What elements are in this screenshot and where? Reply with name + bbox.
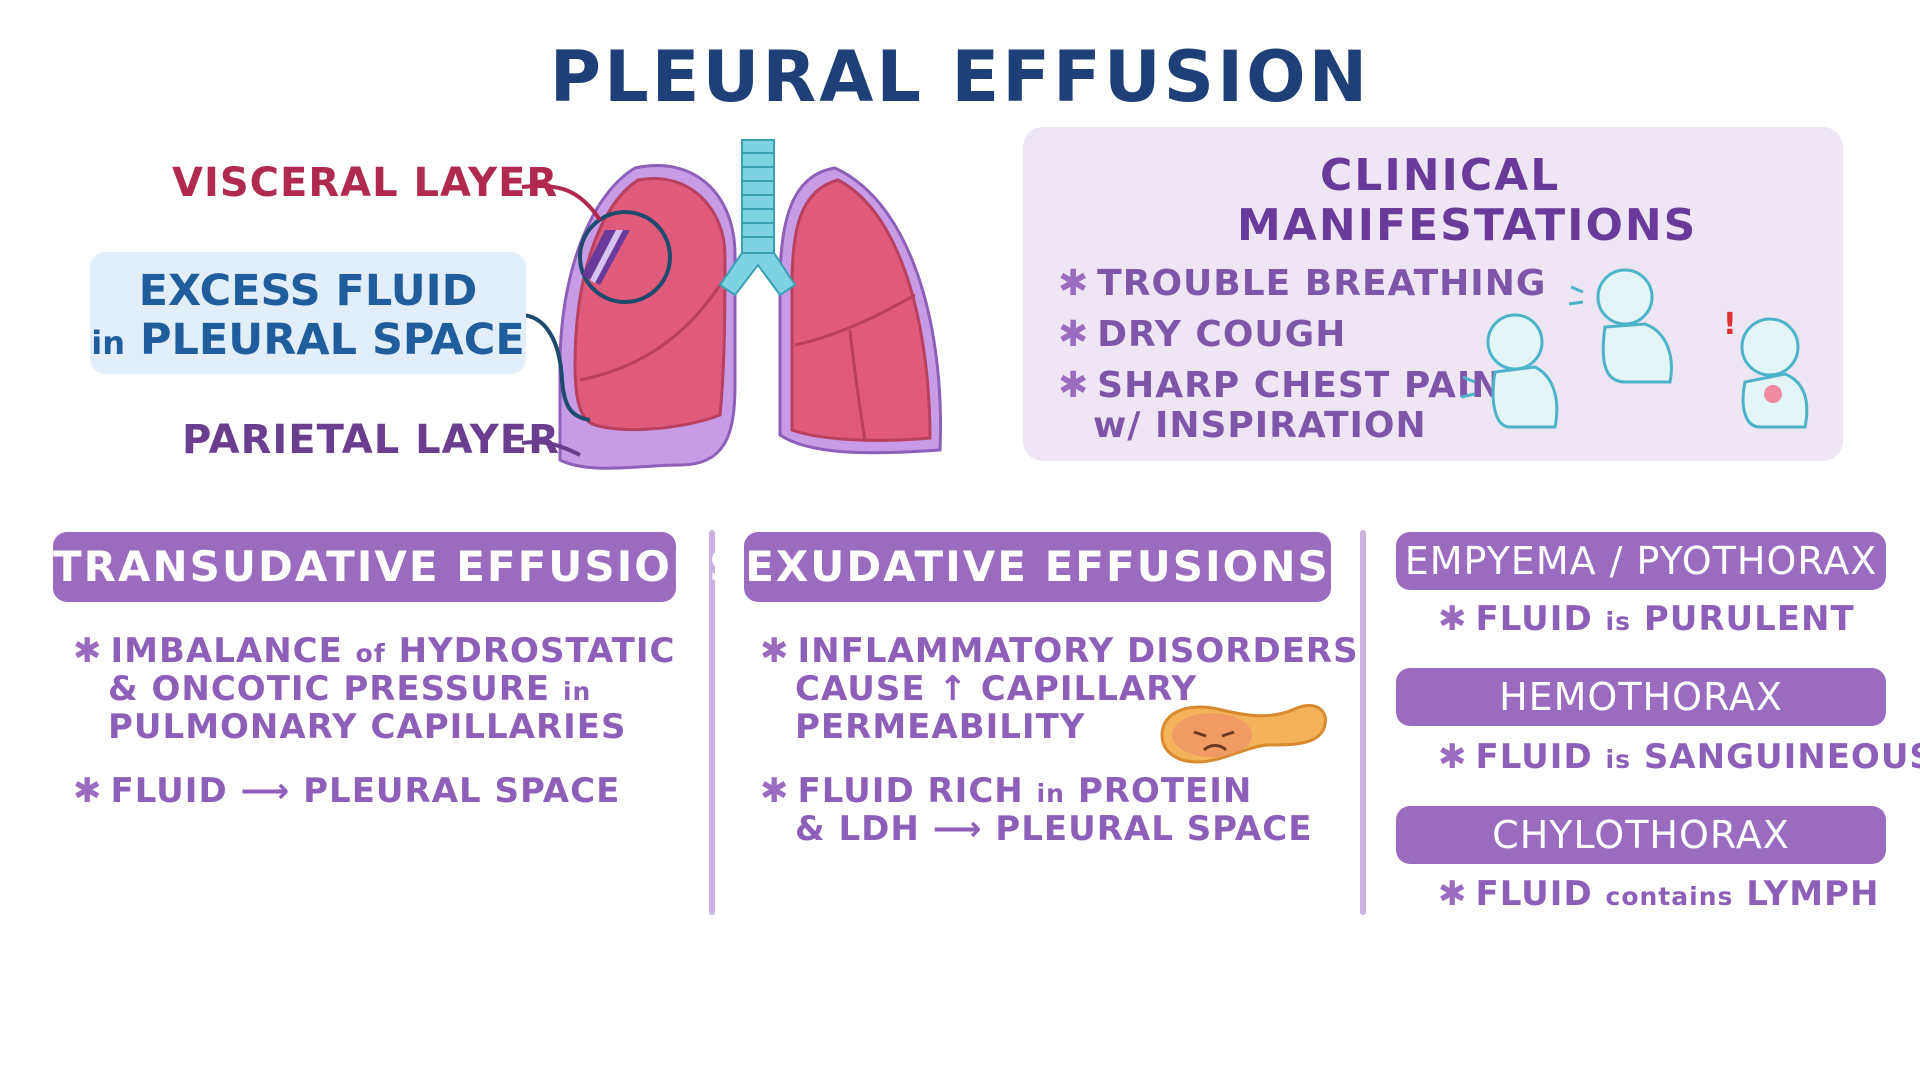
manifestations-title: MANIFESTATIONS [1237, 200, 1698, 251]
bronchi [718, 252, 797, 297]
patient-figures-illustration: ! [1460, 268, 1809, 429]
right-lung-fissure-1 [794, 293, 916, 347]
exudative-bullet-2: ✱FLUID RICH in PROTEIN [760, 771, 1253, 811]
patient-head-2 [1596, 268, 1654, 326]
page-title: PLEURAL EFFUSION [549, 36, 1371, 118]
inflamed-pancreas-illustration [1160, 704, 1327, 764]
left-lung-fissure [579, 284, 722, 382]
transudative-bullet-1: ✱IMBALANCE of HYDROSTATIC [73, 631, 676, 671]
transudative-heading: TRANSUDATIVE EFFUSIONS [53, 532, 739, 602]
empyema-detail: ✱FLUID is PURULENT [1438, 599, 1855, 639]
excess-fluid-box [90, 252, 526, 374]
visceral-layer-label: VISCERAL LAYER [172, 160, 559, 206]
parietal-leader [521, 440, 581, 457]
transudative-bullet-1-line-2: & ONCOTIC PRESSURE in [108, 669, 592, 709]
lung-diagram [558, 139, 942, 470]
symptom-item-continued: w/ INSPIRATION [1093, 405, 1427, 446]
patient-body-2 [1601, 322, 1673, 384]
parietal-layer-label: PARIETAL LAYER [182, 417, 560, 463]
column-divider [709, 530, 715, 915]
hemothorax-detail: ✱FLUID is SANGUINEOUS [1438, 737, 1920, 777]
exudative-bullet-1: ✱INFLAMMATORY DISORDERS [760, 631, 1359, 671]
chylothorax-detail: ✱FLUID contains LYMPH [1438, 874, 1880, 914]
transudative-bullet-2: ✱FLUID ⟶ PLEURAL SPACE [73, 771, 621, 811]
empyema-heading: EMPYEMA / PYOTHORAX [1396, 532, 1886, 590]
clinical-title: CLINICAL [1320, 150, 1561, 201]
column-divider [1360, 530, 1366, 915]
symptom-item: ✱DRY COUGH [1058, 314, 1347, 355]
exudative-bullet-1-line-3: PERMEABILITY [795, 707, 1086, 747]
excess-fluid-label: EXCESS FLUID [138, 266, 478, 316]
pleural-space-label: in PLEURAL SPACE [91, 315, 525, 365]
exudative-bullet-1-line-2: CAUSE ↑ CAPILLARY [795, 669, 1198, 709]
pleural-stripe [590, 230, 623, 283]
magnifier-circle [578, 210, 672, 304]
visceral-leader [521, 184, 602, 222]
exudative-heading: EXUDATIVE EFFUSIONS [744, 532, 1331, 602]
exclamation-icon: ! [1723, 307, 1737, 342]
excess-leader [519, 313, 591, 422]
pain-spot [1764, 385, 1782, 403]
right-lung [790, 178, 932, 442]
hemothorax-heading: HEMOTHORAX [1396, 668, 1886, 726]
symptom-item: ✱TROUBLE BREATHING [1058, 263, 1547, 304]
exudative-bullet-2-line-2: & LDH ⟶ PLEURAL SPACE [795, 809, 1313, 849]
patient-head-1 [1486, 313, 1544, 371]
chylothorax-heading: CHYLOTHORAX [1396, 806, 1886, 864]
right-lung-fissure-2 [848, 329, 867, 441]
symptom-item: ✱SHARP CHEST PAIN [1058, 365, 1503, 406]
leader-lines [519, 184, 602, 457]
transudative-bullet-1-line-3: PULMONARY CAPILLARIES [108, 707, 627, 747]
clinical-box [1023, 127, 1843, 461]
patient-body-1 [1491, 365, 1559, 429]
patient-head-3 [1740, 317, 1800, 377]
